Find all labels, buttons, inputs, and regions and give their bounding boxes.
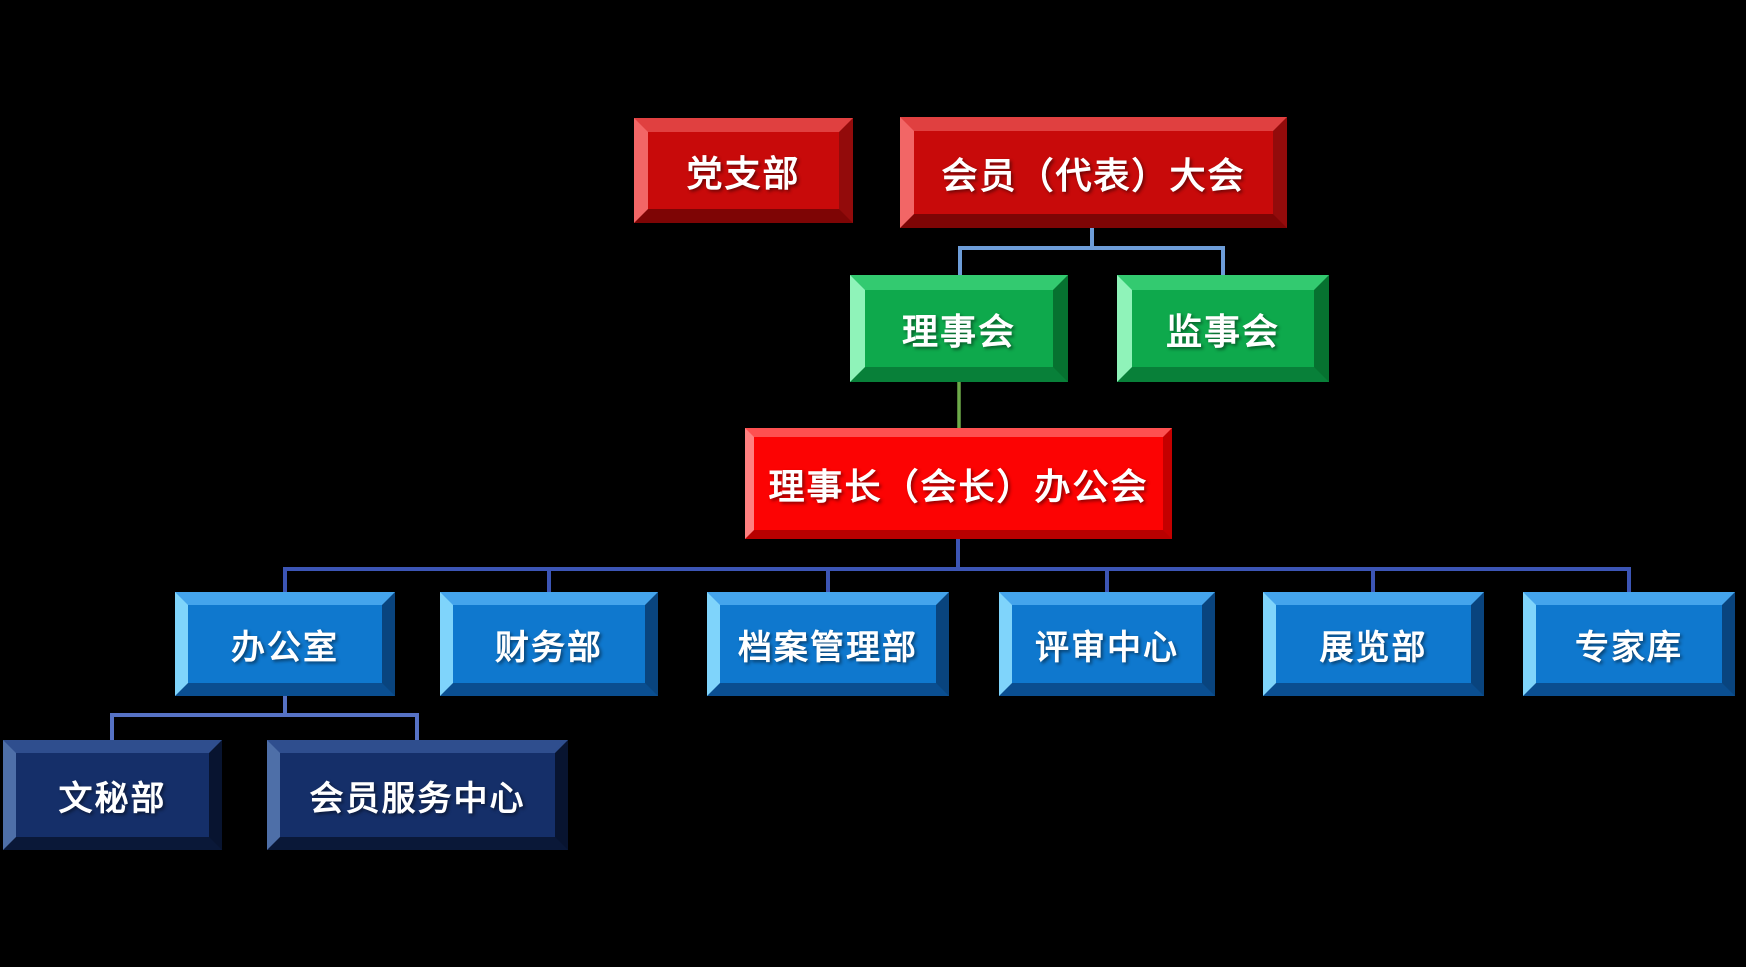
node-exhibition-dept: 展览部 [1263, 592, 1484, 696]
node-member-congress: 会员（代表）大会 [900, 117, 1287, 228]
node-council: 理事会 [850, 275, 1068, 382]
node-secretarial-dept: 文秘部 [3, 740, 222, 850]
connector-chairman-to-departments [283, 539, 1631, 592]
node-expert-database: 专家库 [1523, 592, 1735, 696]
node-archives-dept: 档案管理部 [707, 592, 949, 696]
node-supervisory-board: 监事会 [1117, 275, 1329, 382]
node-finance-dept: 财务部 [440, 592, 658, 696]
node-review-center: 评审中心 [999, 592, 1215, 696]
node-general-office: 办公室 [175, 592, 395, 696]
node-chairman-office: 理事长（会长）办公会 [745, 428, 1172, 539]
connector-office-to-subdepts [110, 696, 419, 740]
node-member-service-center: 会员服务中心 [267, 740, 568, 850]
connector-congress-to-boards [958, 228, 1225, 275]
node-party-branch: 党支部 [634, 118, 853, 223]
